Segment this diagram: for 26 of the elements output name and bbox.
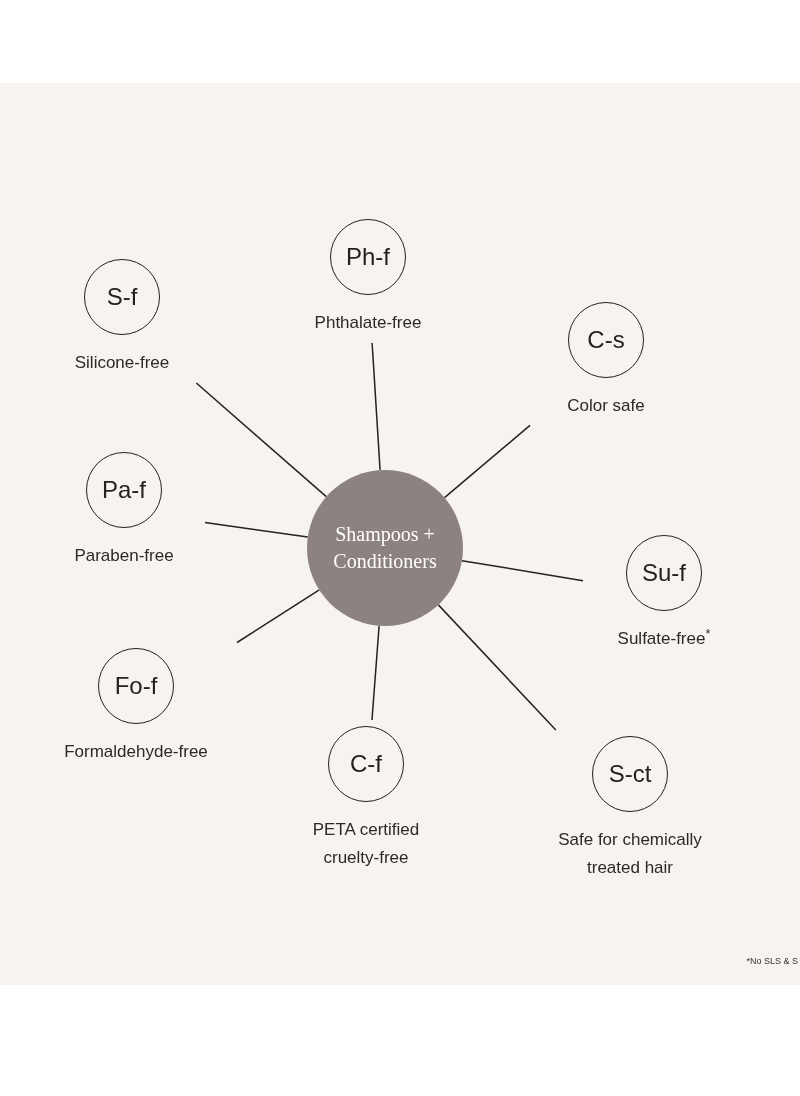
feature-label: Safe for chemically treated hair (557, 829, 703, 879)
feature-code: Fo-f (114, 671, 158, 701)
connector-line (443, 424, 531, 499)
connector-line (204, 521, 309, 538)
feature-code: Pa-f (102, 475, 146, 505)
feature-code: C-f (350, 749, 382, 779)
connector-line (236, 589, 320, 644)
connector-line (461, 559, 584, 582)
hub-title: Shampoos + Conditioners (332, 522, 438, 574)
feature-code: C-s (587, 325, 625, 355)
feature-code: Su-f (642, 558, 686, 588)
connector-line (437, 604, 557, 731)
feature-label: Color safe (567, 395, 645, 417)
feature-code: S-ct (608, 759, 652, 789)
feature-label: Sulfate-free$^{*}$ (617, 625, 711, 650)
footnote: *No SLS & S (746, 955, 798, 968)
connector-line (371, 342, 381, 471)
feature-label: PETA certified cruelty-free (311, 819, 421, 869)
connector-line (371, 625, 380, 721)
feature-code: S-f (106, 282, 138, 312)
feature-label: Formaldehyde-free (64, 741, 208, 763)
feature-code: Ph-f (346, 242, 390, 272)
feature-label: Paraben-free (74, 545, 174, 567)
feature-label: Silicone-free (74, 352, 170, 374)
connector-line (195, 382, 328, 498)
feature-label: Phthalate-free (314, 312, 422, 334)
